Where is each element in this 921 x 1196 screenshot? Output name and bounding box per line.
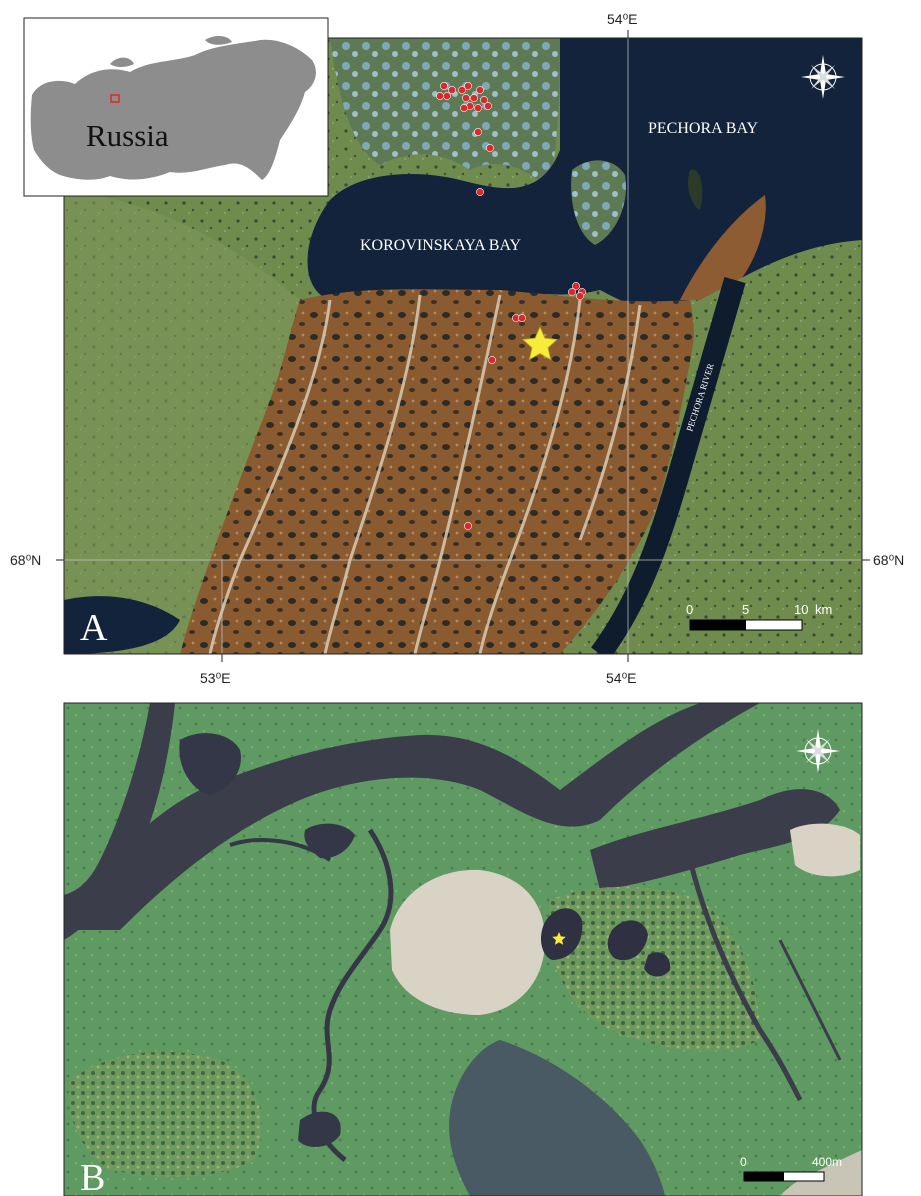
russia-inset-map: Russia (23, 17, 329, 197)
sample-point (464, 522, 472, 530)
scale-b-tick-400m: 400m (812, 1155, 842, 1169)
sample-point (576, 292, 584, 300)
sample-point (486, 144, 494, 152)
scale-bar-b: 0 400m (740, 1155, 842, 1182)
satellite-image-b: 0 400m B (64, 703, 862, 1196)
sample-point (484, 102, 492, 110)
sample-point (470, 94, 478, 102)
left-lat-label: 68⁰N (10, 552, 41, 568)
study-site-star (521, 326, 559, 361)
sample-point (572, 282, 580, 290)
study-lake-star (552, 932, 566, 945)
korovinskaya-bay-label: KOROVINSKAYA BAY (360, 237, 522, 254)
pechora-bay-label: PECHORA BAY (648, 120, 759, 137)
scale-tick-0: 0 (686, 602, 693, 617)
sample-point (480, 96, 488, 104)
compass-rose-icon (796, 729, 840, 773)
sample-point (443, 92, 451, 100)
russia-silhouette (30, 39, 316, 180)
scale-bar-a: 0 5 10 km (686, 602, 832, 631)
sample-point (460, 104, 468, 112)
satellite-image-a: PECHORA BAY KOROVINSKAYA BAY PECHORA RIV… (64, 38, 862, 654)
sample-point (476, 188, 484, 196)
sample-point (474, 128, 482, 136)
sample-point (436, 92, 444, 100)
sample-point (464, 82, 472, 90)
sample-point (448, 86, 456, 94)
study-area-marker (110, 94, 120, 103)
sample-point (488, 356, 496, 364)
bottom-lon-label-54: 54⁰E (606, 670, 637, 686)
compass-rose-icon (801, 55, 845, 99)
panel-a-letter: A (80, 607, 108, 649)
inset-country-label: Russia (86, 118, 169, 153)
sample-point (458, 86, 466, 94)
sample-points (436, 82, 586, 530)
right-lat-label: 68⁰N (873, 552, 904, 568)
panel-a-map: PECHORA BAY KOROVINSKAYA BAY PECHORA RIV… (10, 11, 904, 686)
sample-point (462, 94, 470, 102)
sample-point (474, 104, 482, 112)
sample-point (518, 314, 526, 322)
scale-tick-10: 10 (794, 602, 808, 617)
scale-unit-km: km (815, 602, 832, 617)
sample-point (476, 86, 484, 94)
top-lon-label: 54⁰E (607, 11, 638, 27)
sample-point (568, 288, 576, 296)
scale-tick-5: 5 (742, 602, 749, 617)
scale-b-tick-0: 0 (740, 1155, 747, 1169)
bottom-lon-label-53: 53⁰E (200, 670, 231, 686)
sample-point (440, 82, 448, 90)
panel-b-letter: B (80, 1157, 105, 1196)
